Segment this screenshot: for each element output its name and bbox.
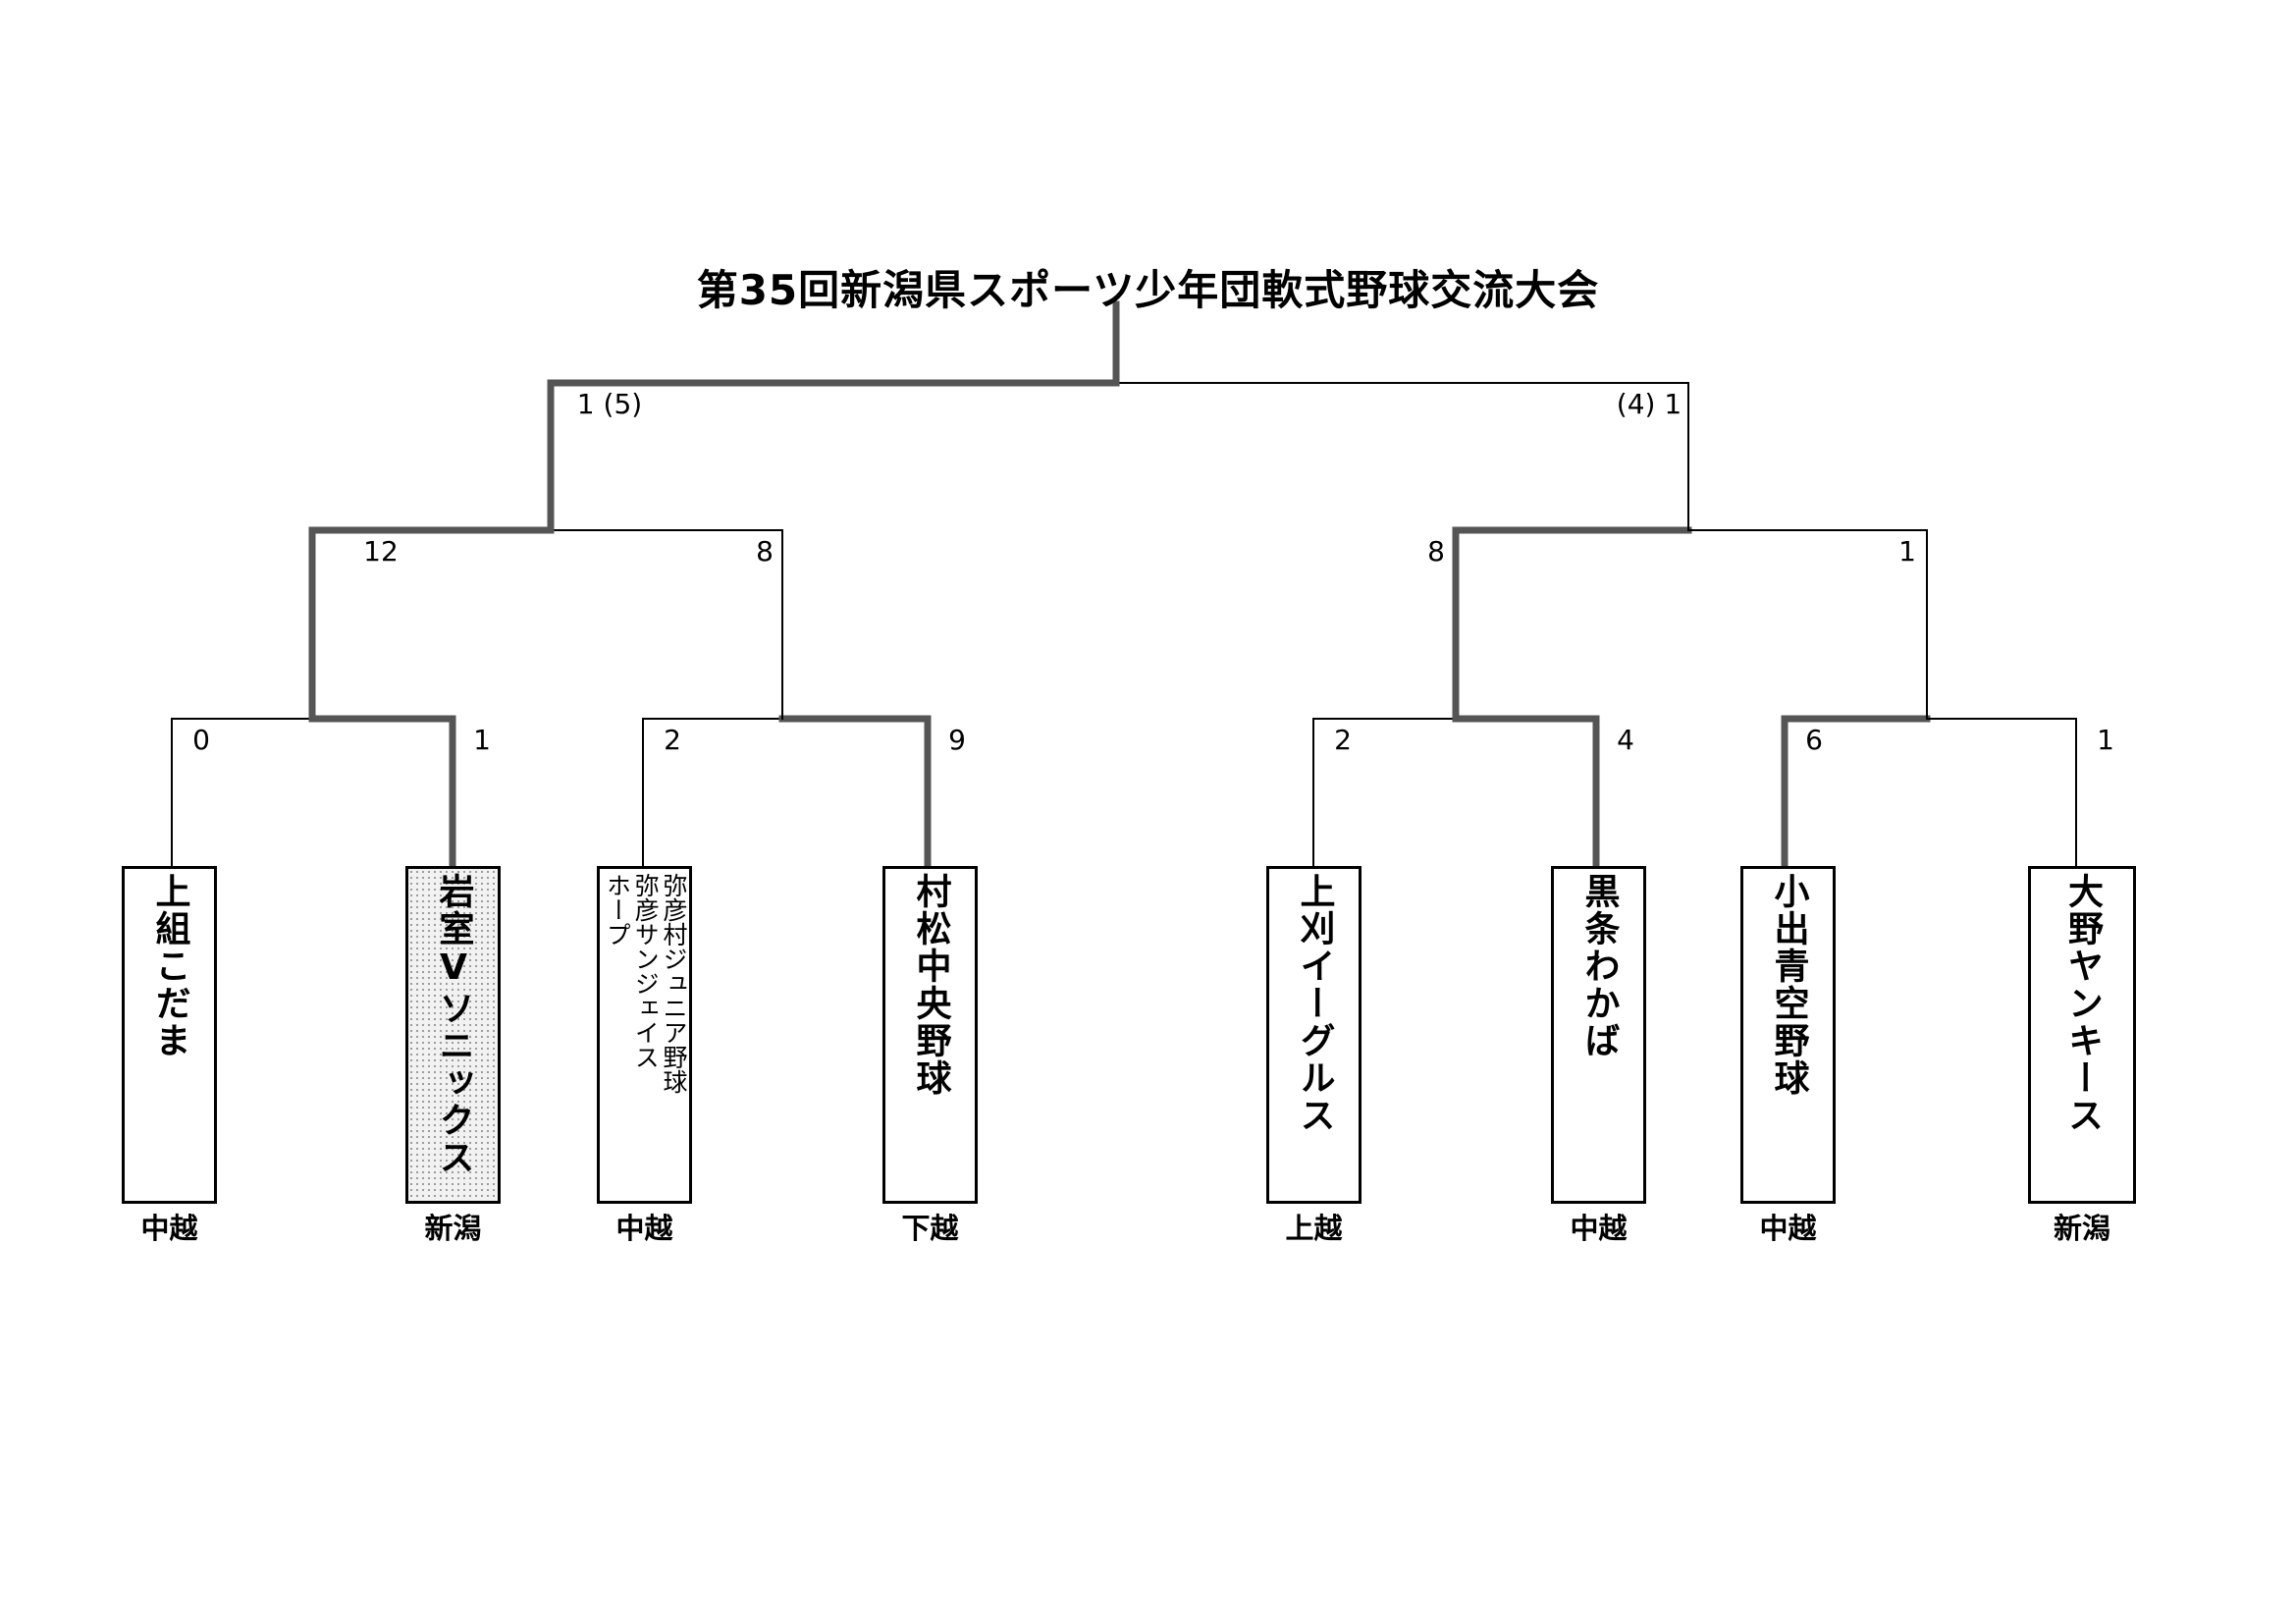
team-box: 大野ヤンキース: [2028, 866, 2136, 1204]
round1-score-right: 1: [473, 724, 491, 756]
team-box: 上組こだま: [122, 866, 217, 1204]
round1-score-right: 4: [1617, 724, 1634, 756]
final-score-left: 1 (5): [576, 388, 643, 420]
team-name: 上組こだま: [149, 873, 190, 1059]
page-title: 第35回新潟県スポーツ少年団軟式野球交流大会: [696, 266, 1600, 314]
team-box: 上刈イーグルス: [1266, 866, 1362, 1204]
team-region: 中越: [1759, 1212, 1817, 1245]
team-name: 黒条わかば: [1578, 873, 1620, 1059]
team-name: 上刈イーグルス: [1294, 873, 1335, 1134]
round2-score-right: 8: [756, 535, 774, 568]
team-region: 上越: [1285, 1212, 1343, 1245]
round2-score-left: 8: [1427, 535, 1445, 568]
team-region: 中越: [615, 1212, 673, 1245]
round1-score-right: 9: [948, 724, 966, 756]
round1-score-right: 1: [2097, 724, 2114, 756]
team-region: 新潟: [424, 1212, 482, 1245]
team-name: 弥彦村ジュニア野球 弥彦サンジェイス ホープ: [603, 873, 689, 1094]
team-box: 黒条わかば: [1551, 866, 1646, 1204]
team-box: 弥彦村ジュニア野球 弥彦サンジェイス ホープ: [597, 866, 692, 1204]
team-name: 村松中央野球: [910, 873, 951, 1097]
team-region: 下越: [901, 1212, 959, 1245]
round1-score-left: 0: [192, 724, 210, 756]
team-region: 中越: [1570, 1212, 1628, 1245]
team-box: 小出青空野球: [1740, 866, 1836, 1204]
team-box: 岩室Ⅴソニックス: [405, 866, 501, 1204]
team-region: 新潟: [2053, 1212, 2111, 1245]
round1-score-left: 2: [664, 724, 681, 756]
round1-score-left: 2: [1334, 724, 1352, 756]
round2-score-right: 1: [1898, 535, 1916, 568]
team-box: 村松中央野球: [882, 866, 978, 1204]
round2-score-left: 12: [363, 535, 399, 568]
round1-score-left: 6: [1805, 724, 1823, 756]
final-score-right: (4) 1: [1616, 388, 1682, 420]
team-name: 小出青空野球: [1768, 873, 1809, 1097]
team-name: 岩室Ⅴソニックス: [433, 873, 474, 1176]
team-name: 大野ヤンキース: [2062, 873, 2103, 1134]
team-region: 中越: [140, 1212, 198, 1245]
